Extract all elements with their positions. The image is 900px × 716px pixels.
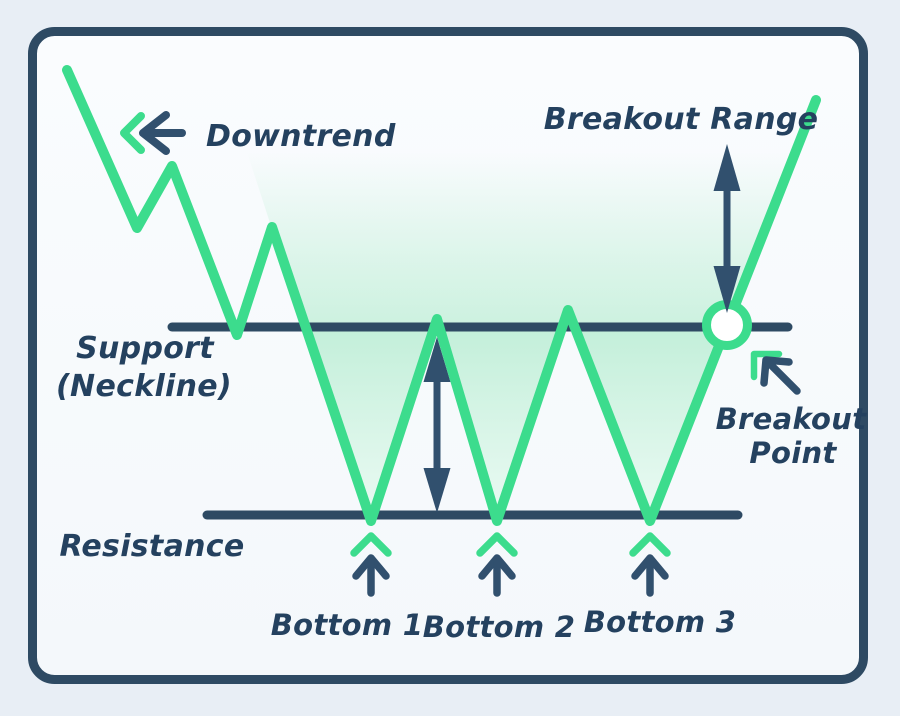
bottom1-marker-arrow bbox=[350, 532, 392, 597]
valley-fill-3 bbox=[573, 329, 721, 519]
arrow-up-left-stem bbox=[765, 359, 801, 395]
breakout-point-label-line1: Breakout bbox=[716, 402, 868, 436]
downtrend-arrow bbox=[120, 111, 186, 155]
breakout-point-arrow bbox=[750, 350, 801, 395]
breakout-range-arrow bbox=[713, 144, 741, 313]
arrow-up-icon bbox=[631, 554, 669, 580]
support-label: Support bbox=[76, 331, 215, 366]
pattern-height-arrow bbox=[423, 337, 451, 513]
arrow-up-icon bbox=[478, 554, 516, 580]
arrowhead-down-icon bbox=[423, 468, 451, 513]
breakout-range-label: Breakout Range bbox=[544, 102, 819, 137]
bottom3-marker-arrow bbox=[629, 532, 671, 597]
bottom3-label: Bottom 3 bbox=[584, 605, 737, 639]
bottom2-marker-arrow bbox=[476, 532, 518, 597]
price-line bbox=[62, 65, 821, 526]
chevron-left-icon bbox=[120, 112, 145, 154]
arrowhead-down-icon bbox=[713, 266, 741, 313]
arrowhead-up-icon bbox=[423, 337, 451, 382]
corner-bracket-icon bbox=[750, 350, 783, 381]
downtrend-label: Downtrend bbox=[206, 119, 396, 154]
arrow-up-left-icon bbox=[760, 356, 793, 387]
chevron-up-icon bbox=[629, 532, 671, 557]
valley-fill-2 bbox=[440, 329, 563, 519]
breakout-zone-fill bbox=[247, 152, 795, 331]
neckline-label: (Neckline) bbox=[56, 369, 232, 404]
bottom2-label: Bottom 2 bbox=[423, 610, 576, 644]
chevron-up-icon bbox=[476, 532, 518, 557]
breakout-point-label-line2: Point bbox=[749, 436, 837, 470]
chevron-up-icon bbox=[350, 532, 392, 557]
arrow-up-icon bbox=[352, 554, 390, 580]
bottom1-label: Bottom 1 bbox=[271, 608, 424, 642]
arrowhead-up-icon bbox=[713, 144, 741, 191]
resistance-label: Resistance bbox=[59, 529, 244, 564]
valley-fill-1 bbox=[307, 329, 434, 519]
